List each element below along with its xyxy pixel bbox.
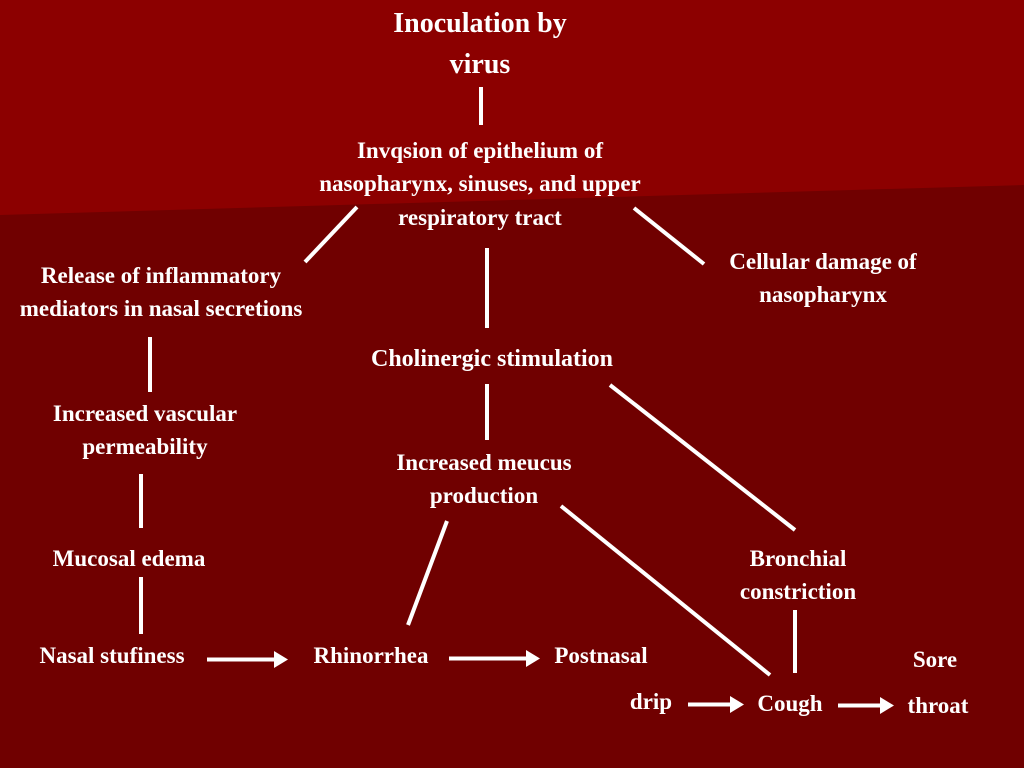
node-cellular-damage: Cellular damage of nasopharynx	[698, 245, 948, 312]
node-bronchial-line-2: constriction	[739, 579, 857, 605]
node-cough-line-1: Cough	[757, 691, 823, 716]
node-mucus-line-1: Increased meucus	[396, 450, 572, 475]
connector-invasion-to-cellular-damage	[632, 206, 706, 266]
node-release-line-2: mediators in nasal secretions	[19, 296, 303, 322]
node-release-line-1: Release of inflammatory	[40, 263, 282, 288]
node-throat-line-1: throat	[907, 693, 969, 718]
node-mucus-line-2: production	[429, 483, 539, 509]
node-vascular-line-1: Increased vascular	[52, 401, 238, 426]
node-postnasal-line-1: Postnasal	[554, 643, 648, 668]
node-invasion: Invqsion of epithelium of nasopharynx, s…	[280, 134, 680, 234]
node-mucus: Increased meucus production	[364, 446, 604, 513]
node-bronchial: Bronchial constriction	[700, 542, 896, 609]
node-invasion-line-2: nasopharynx, sinuses, and upper	[319, 171, 641, 197]
node-drip: drip	[616, 685, 686, 718]
node-release: Release of inflammatory mediators in nas…	[0, 259, 322, 326]
node-drip-line-1: drip	[629, 689, 673, 714]
node-cholinergic: Cholinergic stimulation	[332, 342, 652, 377]
node-rhinorrhea-line-1: Rhinorrhea	[313, 643, 429, 668]
connector-cholinergic-to-bronchial	[608, 383, 797, 532]
node-stuffiness: Nasal stufiness	[14, 639, 210, 672]
node-inoculation-line-2: virus	[449, 48, 511, 80]
node-sore-line-1: Sore	[912, 647, 958, 672]
node-vascular-line-2: permeability	[82, 434, 208, 460]
node-invasion-line-3: respiratory tract	[398, 204, 562, 230]
arrow-cough-to-sore-throat	[838, 697, 894, 714]
node-invasion-line-1: Invqsion of epithelium of	[356, 138, 603, 163]
node-stuffiness-line-1: Nasal stufiness	[39, 643, 185, 668]
arrow-rhinorrhea-to-postnasal	[449, 650, 540, 667]
node-inoculation-line-1: Inoculation by	[393, 8, 567, 39]
node-edema-line-1: Mucosal edema	[52, 546, 206, 571]
connector-mucus-to-cough	[559, 504, 772, 677]
node-cough: Cough	[740, 687, 840, 720]
node-cellular-damage-line-1: Cellular damage of	[729, 249, 917, 274]
node-vascular: Increased vascular permeability	[20, 397, 270, 464]
connector-mucus-to-rhinorrhea	[406, 520, 449, 626]
node-cellular-damage-line-2: nasopharynx	[759, 282, 887, 308]
connector-invasion-to-release	[303, 205, 359, 264]
node-rhinorrhea: Rhinorrhea	[296, 639, 446, 672]
arrow-drip-to-cough	[688, 696, 744, 713]
node-sore: Sore	[890, 643, 980, 676]
node-cholinergic-line-1: Cholinergic stimulation	[370, 346, 613, 372]
node-inoculation: Inoculation by virus	[340, 4, 620, 85]
node-throat: throat	[890, 689, 986, 722]
node-bronchial-line-1: Bronchial	[749, 546, 847, 571]
arrow-stuffiness-to-rhinorrhea	[207, 651, 288, 668]
node-postnasal: Postnasal	[536, 639, 666, 672]
node-edema: Mucosal edema	[20, 542, 238, 575]
